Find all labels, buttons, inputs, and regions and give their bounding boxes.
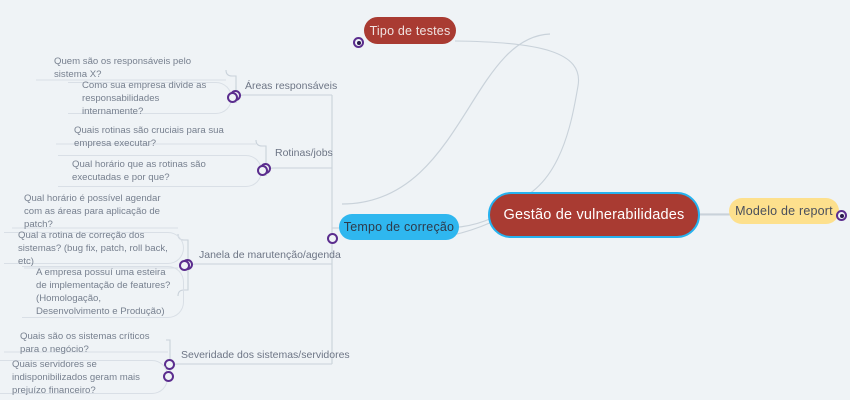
topic-dot-modelo-de-report[interactable] (836, 210, 847, 221)
leaf-text-agendar-patch: Qual horário é possível agendar com as á… (24, 192, 161, 230)
topic-label-tempo-de-correcao: Tempo de correção (343, 220, 455, 234)
leaf-text-rotinas-cruciais: Quais rotinas são cruciais para sua empr… (74, 125, 224, 149)
leaf-dot-servidores-prejuizo[interactable] (163, 371, 174, 382)
leaf-node-esteira-features[interactable]: A empresa possuí uma esteira de implemen… (22, 266, 184, 318)
leaf-dot-divide-responsabilidades[interactable] (227, 92, 238, 103)
leaf-node-responsaveis-sistema[interactable]: Quem são os responsáveis pelo sistema X? (40, 56, 232, 80)
topic-label-modelo-de-report: Modelo de report (735, 204, 833, 218)
branch-label-rotinas-jobs[interactable]: Rotinas/jobs (275, 147, 333, 159)
topic-dot-tempo-de-correcao[interactable] (327, 233, 338, 244)
leaf-node-rotina-correcao[interactable]: Qual a rotina de correção dos sistemas? … (4, 230, 184, 267)
leaf-node-sistemas-criticos[interactable]: Quais são os sistemas críticos para o ne… (6, 328, 181, 358)
branch-text-severidade-sistemas: Severidade dos sistemas/servidores (181, 349, 350, 361)
branch-label-severidade-sistemas[interactable]: Severidade dos sistemas/servidores (181, 349, 350, 361)
leaf-node-agendar-patch[interactable]: Qual horário é possível agendar com as á… (10, 193, 190, 230)
branch-text-rotinas-jobs: Rotinas/jobs (275, 147, 333, 159)
link-central-tipo-de-testes (341, 33, 551, 205)
leaf-node-servidores-prejuizo[interactable]: Quais servidores se indisponibilizados g… (0, 358, 168, 396)
branch-label-areas-responsaveis[interactable]: Áreas responsáveis (245, 80, 337, 92)
leaf-dot-esteira-features[interactable] (179, 260, 190, 271)
branch-text-areas-responsaveis: Áreas responsáveis (245, 80, 338, 92)
leaf-node-divide-responsabilidades[interactable]: Como sua empresa divide as responsabilid… (68, 80, 232, 117)
topic-dot-tipo-de-testes[interactable] (353, 37, 364, 48)
central-node[interactable]: Gestão de vulnerabilidades (488, 192, 700, 238)
topic-node-tipo-de-testes[interactable]: Tipo de testes (364, 17, 456, 44)
central-node-label: Gestão de vulnerabilidades (503, 207, 685, 223)
leaf-text-sistemas-criticos: Quais são os sistemas críticos para o ne… (20, 331, 150, 355)
leaf-text-horario-rotinas: Qual horário que as rotinas são executad… (72, 159, 206, 183)
branch-dot-severidade-sistemas[interactable] (164, 359, 175, 370)
branch-label-janela-manutencao[interactable]: Janela de marutenção/agenda (199, 249, 341, 261)
leaf-text-esteira-features: A empresa possuí uma esteira de implemen… (36, 267, 171, 317)
leaf-node-rotinas-cruciais[interactable]: Quais rotinas são cruciais para sua empr… (60, 122, 248, 152)
topic-node-modelo-de-report[interactable]: Modelo de report (729, 198, 839, 224)
leaf-text-rotina-correcao: Qual a rotina de correção dos sistemas? … (18, 229, 168, 267)
leaf-text-servidores-prejuizo: Quais servidores se indisponibilizados g… (12, 358, 140, 396)
topic-node-tempo-de-correcao[interactable]: Tempo de correção (339, 214, 459, 240)
leaf-text-divide-responsabilidades: Como sua empresa divide as responsabilid… (82, 79, 207, 117)
leaf-text-responsaveis-sistema: Quem são os responsáveis pelo sistema X? (54, 56, 192, 80)
branch-text-janela-manutencao: Janela de marutenção/agenda (199, 249, 341, 261)
leaf-dot-horario-rotinas[interactable] (257, 165, 268, 176)
leaf-node-horario-rotinas[interactable]: Qual horário que as rotinas são executad… (58, 155, 262, 187)
topic-label-tipo-de-testes: Tipo de testes (369, 23, 451, 38)
